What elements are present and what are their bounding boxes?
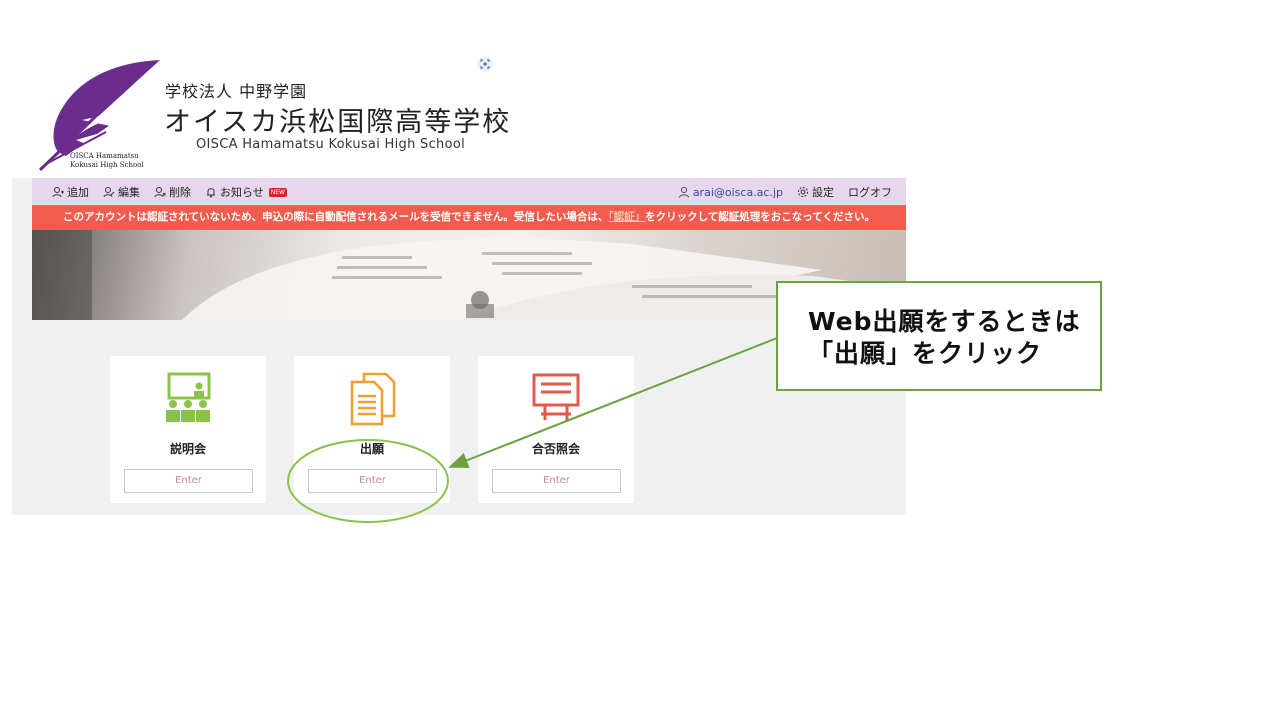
card-result-inquiry: 合否照会 Enter: [478, 356, 634, 503]
delete-label: 削除: [169, 186, 191, 199]
user-delete-icon: [154, 187, 166, 198]
account-link[interactable]: arai@oisca.ac.jp: [678, 184, 783, 200]
new-badge: NEW: [268, 187, 287, 197]
add-button[interactable]: 追加: [52, 184, 89, 200]
user-icon: [678, 186, 689, 198]
top-toolbar: 追加 編集 削除 お知らせ NEW arai@oisca.ac.jp: [32, 178, 906, 205]
gear-icon: [798, 187, 808, 197]
notice-button[interactable]: お知らせ NEW: [205, 184, 287, 200]
scan-icon[interactable]: [477, 56, 493, 72]
user-add-icon: [52, 187, 64, 198]
account-email: arai@oisca.ac.jp: [692, 185, 783, 199]
result-enter-button[interactable]: Enter: [492, 469, 621, 493]
briefing-enter-button[interactable]: Enter: [124, 469, 253, 493]
card-result-inquiry-title: 合否照会: [531, 442, 580, 456]
logo-caption: OISCA Hamamatsu Kokusai High School: [70, 152, 144, 170]
logo-caption-line1: OISCA Hamamatsu: [70, 152, 139, 160]
card-application: 出願 Enter: [294, 356, 450, 503]
logo-caption-line2: Kokusai High School: [70, 161, 144, 169]
warning-text-after: をクリックして認証処理をおこなってください。: [645, 211, 875, 223]
settings-button[interactable]: 設定: [797, 184, 834, 200]
notice-label: お知らせ: [220, 186, 264, 199]
edit-label: 編集: [118, 186, 140, 199]
card-briefing: 説明会 Enter: [110, 356, 266, 503]
user-edit-icon: [103, 187, 115, 198]
edit-button[interactable]: 編集: [103, 184, 140, 200]
unverified-warning-banner: このアカウントは認証されていないため、申込の際に自動配信されるメールを受信できま…: [32, 205, 906, 230]
warning-text-before: このアカウントは認証されていないため、申込の際に自動配信されるメールを受信できま…: [63, 211, 609, 223]
instruction-callout: Web出願をするときは 「出願」をクリック: [776, 281, 1102, 391]
settings-label: 設定: [812, 186, 834, 199]
logout-button[interactable]: ログオフ: [848, 186, 892, 199]
school-name-en: OISCA Hamamatsu Kokusai High School: [196, 137, 466, 152]
verify-link[interactable]: 「認証」: [608, 211, 646, 223]
school-name: オイスカ浜松国際高等学校: [164, 107, 512, 138]
delete-button[interactable]: 削除: [154, 184, 191, 200]
card-application-title: 出願: [359, 442, 384, 456]
presentation-icon: [166, 372, 211, 422]
school-logo: [38, 60, 160, 172]
card-briefing-title: 説明会: [169, 442, 206, 456]
open-book-illustration: [32, 230, 906, 320]
noticeboard-icon: [532, 373, 580, 420]
bell-icon: [207, 188, 215, 198]
add-label: 追加: [67, 186, 89, 199]
documents-icon: [350, 372, 396, 426]
school-sub-title: 学校法人 中野学園: [165, 82, 308, 101]
application-enter-button[interactable]: Enter: [308, 469, 437, 493]
portal-screenshot: 追加 編集 削除 お知らせ NEW arai@oisca.ac.jp: [12, 178, 906, 515]
callout-text: Web出願をするときは 「出願」をクリック: [808, 307, 1081, 368]
hero-banner-image: [32, 230, 906, 320]
